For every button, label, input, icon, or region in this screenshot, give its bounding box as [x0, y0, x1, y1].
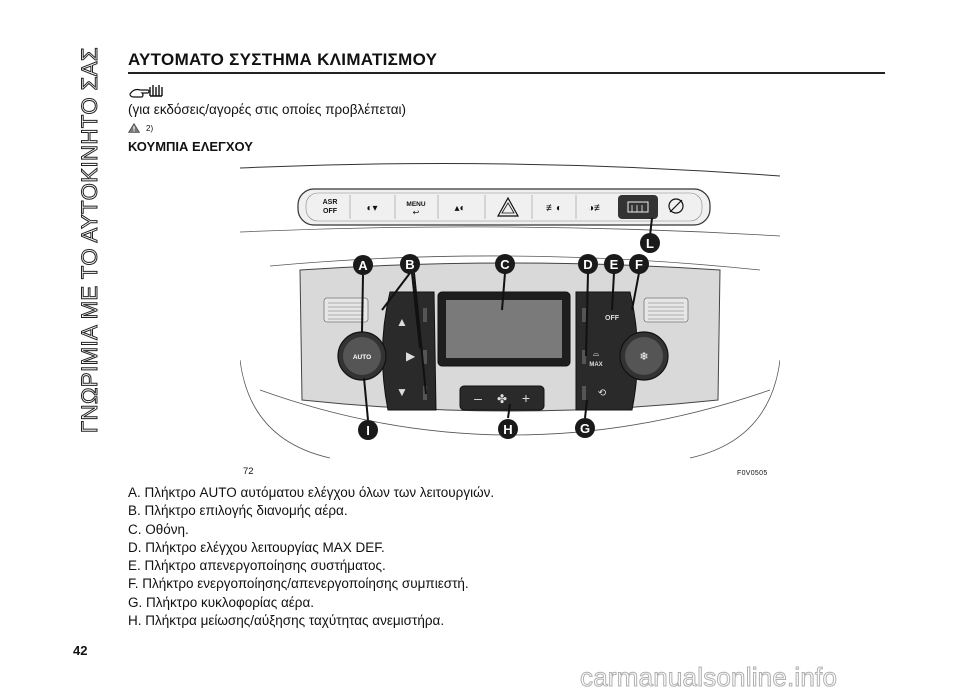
section-heading: ΚΟΥΜΠΙΑ ΕΛΕΓΧΟΥ — [128, 139, 253, 154]
svg-text:▴◐: ▴◐ — [454, 203, 465, 214]
airflow-down-button[interactable]: ▼ — [396, 385, 408, 399]
legend-list: A. Πλήκτρο AUTO αυτόματου ελέγχου όλων τ… — [128, 484, 494, 630]
equipment-icon-row — [128, 82, 166, 105]
svg-text:E: E — [610, 257, 619, 272]
svg-text:A: A — [358, 258, 368, 273]
headlight-adjust-button[interactable]: ◐▾ — [366, 203, 377, 214]
svg-text:D: D — [583, 257, 592, 272]
svg-text:OFF: OFF — [605, 315, 620, 322]
svg-text:◑≢: ◑≢ — [588, 203, 604, 214]
svg-text:◐▾: ◐▾ — [366, 203, 377, 214]
svg-text:↩: ↩ — [413, 208, 420, 217]
svg-text:MAX: MAX — [589, 362, 602, 368]
svg-text:✤: ✤ — [497, 392, 507, 406]
callout-G: G — [575, 418, 595, 438]
legend-item: H. Πλήκτρα μείωσης/αύξησης ταχύτητας ανε… — [128, 613, 445, 629]
svg-text:I: I — [366, 423, 370, 438]
callout-I: I — [358, 420, 378, 440]
left-air-vent — [323, 297, 369, 323]
warning-triangle-icon — [128, 123, 140, 133]
chapter-title-text: ΓΝΩΡΙΜΙΑ ΜΕ ΤΟ ΑΥΤΟΚΙΝΗΤΟ ΣΑΣ — [77, 46, 103, 434]
menu-button[interactable]: MENU ↩ — [406, 201, 425, 217]
svg-text:▼: ▼ — [396, 385, 408, 399]
fan-speed-control[interactable]: – ✤ + — [459, 385, 545, 411]
right-air-vent — [643, 297, 689, 323]
svg-text:OFF: OFF — [323, 208, 338, 215]
hand-pointer-icon — [129, 85, 163, 98]
svg-text:⟲: ⟲ — [598, 388, 607, 399]
system-off-button[interactable]: OFF — [605, 315, 620, 322]
callout-D: D — [578, 254, 598, 274]
svg-text:–: – — [474, 390, 482, 406]
rear-fog-button[interactable]: ◑≢ — [588, 203, 604, 214]
legend-item: B. Πλήκτρο επιλογής διανομής αέρα. — [128, 503, 348, 519]
callout-B: B — [400, 254, 420, 274]
callout-F: F — [629, 254, 649, 274]
callout-L: L — [640, 233, 660, 253]
figure-number: 72 — [243, 466, 254, 477]
svg-text:▶: ▶ — [406, 349, 416, 363]
callout-C: C — [495, 254, 515, 274]
legend-item: C. Οθόνη. — [128, 521, 189, 537]
fog-light-button[interactable]: ≢◐ — [546, 203, 562, 214]
airflow-up-button[interactable]: ▲ — [396, 315, 408, 329]
airflow-mid-button[interactable]: ▶ — [406, 349, 416, 363]
light-sensor-button[interactable]: ▴◐ — [454, 203, 465, 214]
svg-text:L: L — [646, 236, 654, 251]
watermark: carmanualsonline.info — [579, 662, 838, 693]
legend-item: A. Πλήκτρο AUTO αυτόματου ελέγχου όλων τ… — [128, 485, 495, 500]
auto-knob[interactable]: AUTO — [337, 331, 387, 381]
legend-item: E. Πλήκτρο απενεργοποίησης συστήματος. — [128, 558, 386, 574]
page-number: 42 — [73, 643, 88, 658]
svg-text:▲: ▲ — [396, 315, 408, 329]
version-note: (για εκδόσεις/αγορές στις οποίες προβλέπ… — [128, 102, 407, 117]
svg-text:B: B — [405, 257, 414, 272]
climate-panel: ▲ ▶ ▼ AUTO – ✤ + OFF — [299, 262, 721, 412]
legend-item: D. Πλήκτρο ελέγχου λειτουργίας MAX DEF. — [128, 539, 385, 555]
climate-control-panel-figure: ASR OFF ◐▾ MENU ↩ ▴◐ ≢◐ ◑≢ — [240, 163, 780, 459]
callout-E: E — [604, 254, 624, 274]
svg-text:C: C — [500, 257, 510, 272]
rear-defrost-button[interactable] — [618, 195, 658, 219]
svg-text:MENU: MENU — [406, 201, 425, 208]
warning-reference: 2) — [128, 123, 153, 133]
svg-text:H: H — [503, 422, 512, 437]
svg-text:❄: ❄ — [639, 351, 648, 363]
callout-A: A — [353, 255, 373, 275]
title-underline — [128, 72, 885, 74]
display-screen — [437, 291, 571, 367]
asr-off-button[interactable]: ASR OFF — [323, 199, 338, 215]
figure-code: F0V0505 — [737, 470, 768, 477]
svg-text:AUTO: AUTO — [353, 354, 371, 361]
svg-text:ASR: ASR — [323, 199, 338, 206]
svg-text:G: G — [580, 421, 590, 436]
start-stop-off-button[interactable] — [668, 198, 684, 214]
upper-button-strip: ASR OFF ◐▾ MENU ↩ ▴◐ ≢◐ ◑≢ — [297, 188, 711, 226]
svg-text:+: + — [522, 390, 530, 406]
svg-text:≢◐: ≢◐ — [546, 203, 562, 214]
svg-text:⌓: ⌓ — [593, 349, 600, 358]
callout-H: H — [498, 419, 518, 439]
callout-leaders — [361, 217, 653, 421]
legend-item: F. Πλήκτρο ενεργοποίησης/απενεργοποίησης… — [128, 576, 469, 592]
svg-text:F: F — [635, 257, 643, 272]
hazard-button[interactable] — [496, 196, 520, 217]
warning-ref-number: 2) — [146, 123, 154, 133]
max-def-button[interactable]: ⌓ MAX — [589, 349, 602, 368]
legend-item: G. Πλήκτρο κυκλοφορίας αέρα. — [128, 594, 315, 610]
page-title: ΑΥΤΟΜΑΤΟ ΣΥΣΤΗΜΑ ΚΛΙΜΑΤΙΣΜΟΥ — [128, 50, 438, 69]
compressor-knob[interactable]: ❄ — [619, 331, 669, 381]
sidebar-chapter-title: ΓΝΩΡΙΜΙΑ ΜΕ ΤΟ ΑΥΤΟΚΙΝΗΤΟ ΣΑΣ — [70, 40, 110, 440]
recirculation-button[interactable]: ⟲ — [598, 388, 607, 399]
